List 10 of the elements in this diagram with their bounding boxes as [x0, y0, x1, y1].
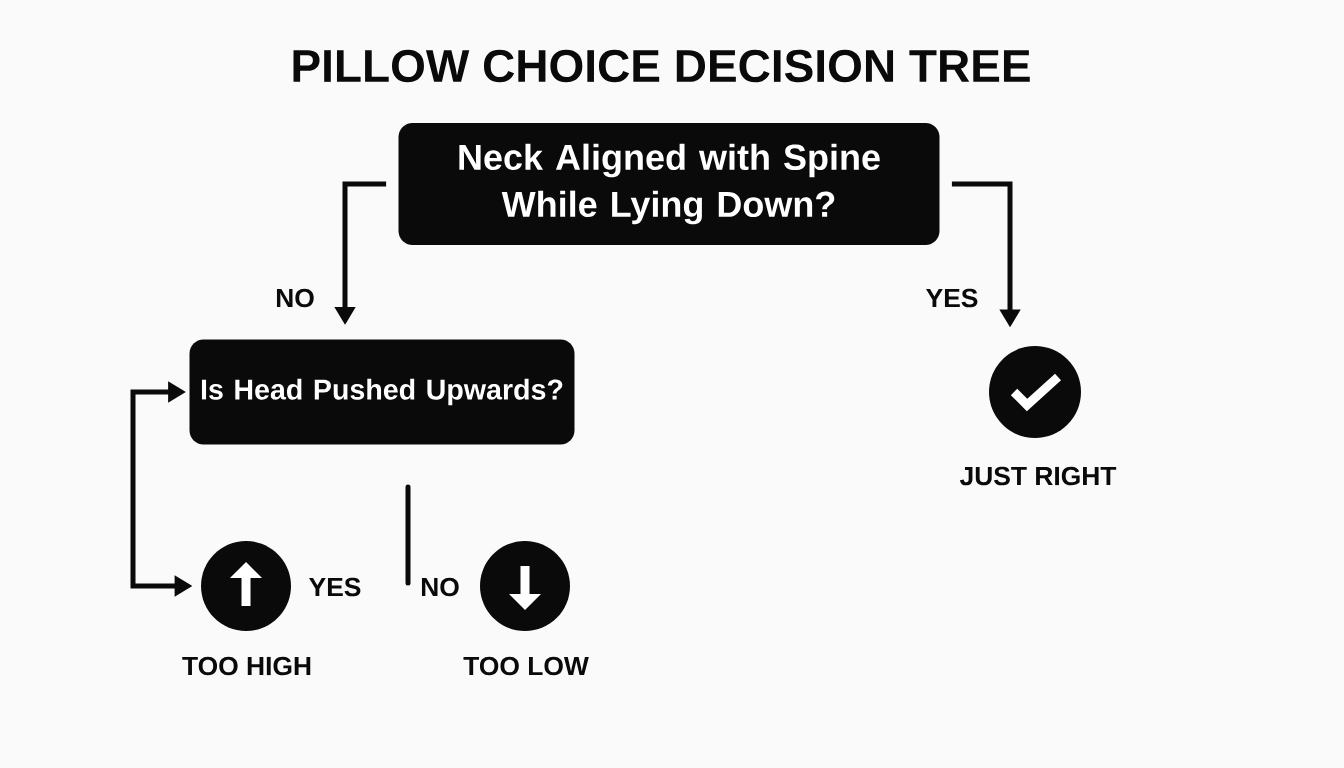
result-label: TOO HIGH: [182, 656, 311, 676]
result-label: TOO LOW: [463, 656, 589, 676]
edge-label: NO: [273, 286, 317, 310]
branch-label: NO: [421, 577, 459, 597]
title: PILLOW CHOICE DECISION TREE: [293, 49, 1030, 83]
decision-box: Is Head Pushed Upwards?: [189, 339, 575, 445]
decision-box: Neck Aligned with Spine While Lying Down?: [398, 123, 940, 245]
check-icon: [989, 346, 1081, 438]
branch-label: YES: [309, 577, 361, 597]
result-label: JUST RIGHT: [959, 466, 1117, 486]
